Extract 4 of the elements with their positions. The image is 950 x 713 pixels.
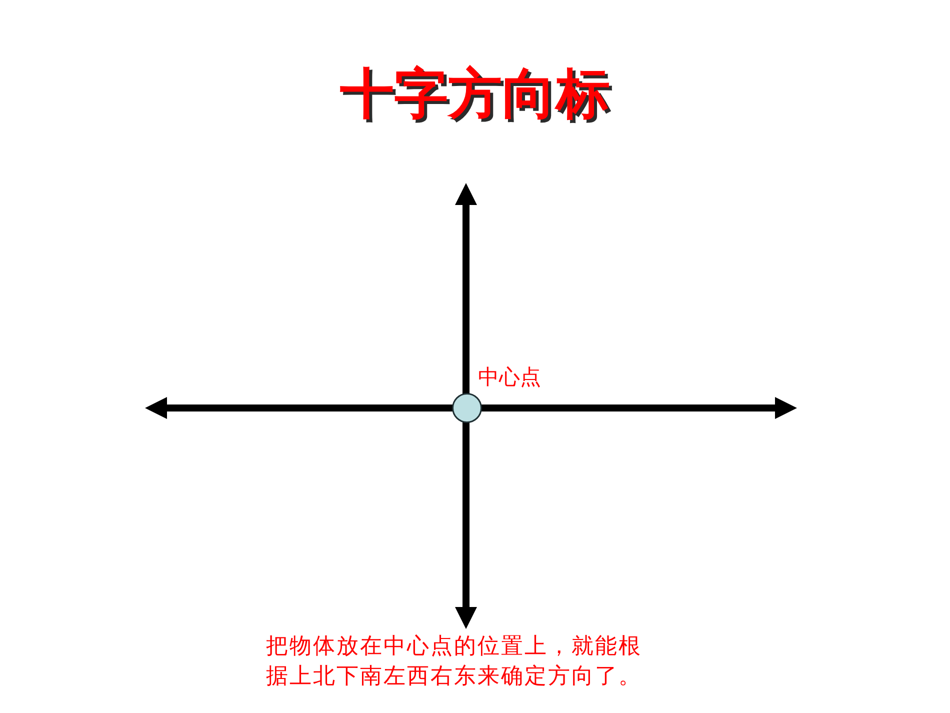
center-circle [452,393,482,423]
note-text: 把物体放在中心点的位置上，就能根据上北下南左西右东来确定方向了。 [266,632,643,690]
title: 十字方向标 [340,63,610,126]
point-label: 中心点 [478,366,541,390]
